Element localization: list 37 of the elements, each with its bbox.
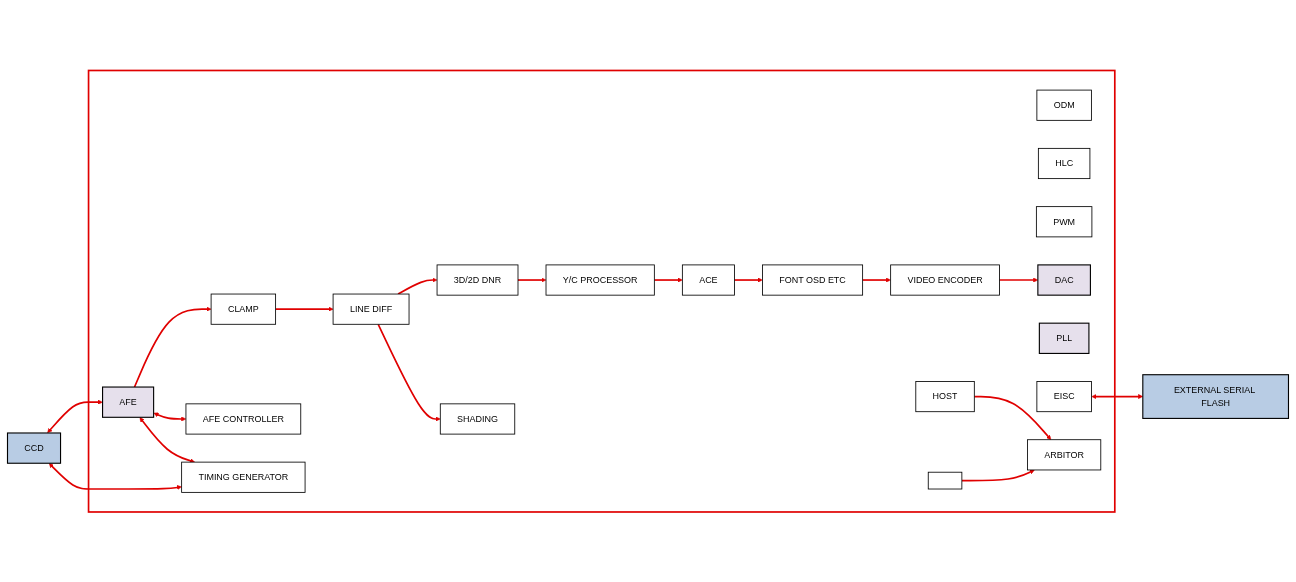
arrow — [377, 323, 441, 422]
node-box: EXTERNAL SERIAL FLASH — [1142, 373, 1290, 419]
arrow — [133, 306, 212, 388]
node-box: EISC — [1036, 380, 1092, 412]
arrow — [861, 277, 891, 283]
arrow — [733, 277, 763, 283]
node-box: CLAMP — [210, 293, 277, 325]
arrow — [961, 469, 1035, 482]
arrow — [139, 417, 195, 463]
node-box: 3D/2D DNR — [436, 264, 519, 296]
node-box: HOST — [915, 380, 975, 412]
node-box: DAC — [1037, 264, 1091, 296]
arrow — [47, 399, 103, 433]
node-box: AFE — [102, 386, 155, 418]
arrow — [517, 277, 547, 283]
node-box: TIMING GENERATOR — [181, 461, 306, 493]
cluster — [87, 69, 1116, 513]
node-box: Y/C PROCESSOR — [545, 264, 655, 296]
node-box: ODM — [1036, 89, 1092, 121]
node-box: PWM — [1035, 206, 1093, 238]
node-box: VIDEO ENCODER — [890, 264, 1000, 296]
node-box: SHADING — [439, 403, 516, 435]
node-box: LINE DIFF — [332, 293, 410, 325]
node-box: PLL — [1038, 322, 1090, 354]
node-box: CCD — [6, 432, 62, 464]
node-box: ACE — [681, 264, 735, 296]
arrow — [274, 306, 334, 312]
arrow — [153, 412, 187, 422]
arrow — [653, 277, 683, 283]
node-box: HLC — [1037, 147, 1091, 179]
node-box: ARBITOR — [1027, 439, 1102, 471]
arrow — [48, 462, 182, 490]
node-box — [927, 471, 963, 490]
arrow — [973, 395, 1052, 440]
arrow — [397, 277, 438, 295]
node-box: AFE CONTROLLER — [185, 403, 302, 435]
node-box: FONT OSD ETC — [762, 264, 864, 296]
